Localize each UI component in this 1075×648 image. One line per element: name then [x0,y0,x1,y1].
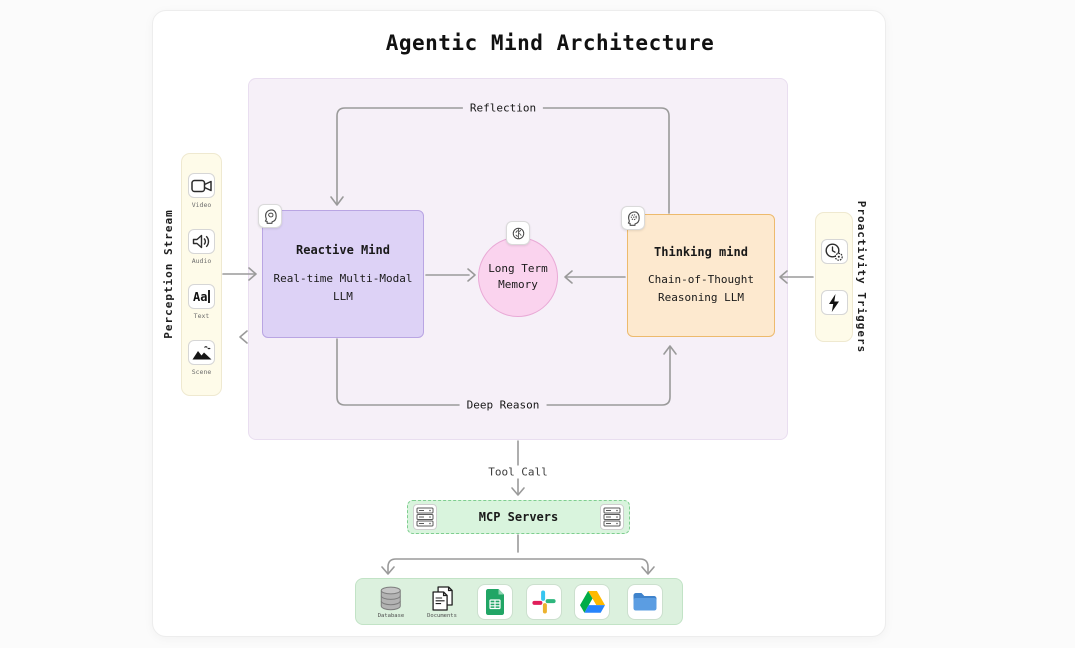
head-brain-icon [264,208,277,224]
text-cursor-icon: Aa [188,284,215,310]
proactivity-item-event [820,290,848,315]
tool-documents: Documents [427,585,457,619]
tool-google-sheets [478,584,512,619]
google-sheets-icon [478,584,512,619]
database-icon [381,586,401,610]
perception-item-audio: Audio [188,228,215,265]
tool-label: Documents [427,612,457,619]
thinking-mind-title: Thinking mind [654,245,748,260]
thinking-mind-badge [621,206,645,230]
long-term-memory-title: Long Term Memory [488,261,548,292]
tool-google-drive [575,584,609,619]
thinking-mind-subtitle: Chain-of-Thought Reasoning LLM [648,273,754,304]
perception-stream-label: Perception Stream [162,209,175,339]
proactivity-item-schedule [820,239,848,264]
mcp-servers-node: MCP Servers [407,500,630,534]
perception-item-label: Video [191,201,212,210]
reactive-mind-subtitle: Real-time Multi-Modal LLM [273,272,413,303]
reactive-mind-title: Reactive Mind [296,243,390,258]
google-drive-icon [575,584,609,619]
tool-label: Database [377,612,405,619]
deep-reason-label: Deep Reason [459,398,547,412]
documents-icon [432,585,453,611]
long-term-memory-node: Long Term Memory [478,237,558,317]
memory-badge [506,221,530,245]
speaker-icon [188,228,215,254]
perception-item-video: Video [188,173,215,209]
reflection-label: Reflection [462,101,544,115]
video-camera-icon [188,173,215,199]
lightning-bolt-icon [820,290,848,315]
mountains-icon [188,339,215,365]
head-gear-icon [627,210,640,226]
reactive-mind-badge [258,204,282,228]
clock-gear-icon [820,239,848,264]
tool-database: Database [377,585,405,619]
tool-call-label: Tool Call [481,465,555,479]
perception-item-label: Text [193,312,210,321]
tool-folder [628,584,662,619]
reactive-mind-node: Reactive Mind Real-time Multi-Modal LLM [262,210,424,338]
perception-item-label: Audio [191,256,212,265]
perception-item-label: Scene [191,367,212,376]
server-rack-icon [599,504,624,530]
tools-strip: Database Documents [355,578,683,625]
server-rack-icon [413,504,437,530]
page-title: Agentic Mind Architecture [385,31,715,55]
folder-icon [628,584,662,619]
perception-item-scene: Scene [188,339,215,376]
tool-slack [527,584,561,619]
proactivity-triggers-label: Proactivity Triggers [855,200,868,354]
brain-icon [512,227,524,239]
perception-stream-panel: Video Audio Aa Text [181,153,222,396]
perception-item-text: Aa Text [188,284,215,320]
thinking-mind-node: Thinking mind Chain-of-Thought Reasoning… [627,214,775,337]
slack-icon [527,584,561,619]
proactivity-triggers-panel [815,212,853,342]
mcp-servers-title: MCP Servers [478,510,559,524]
